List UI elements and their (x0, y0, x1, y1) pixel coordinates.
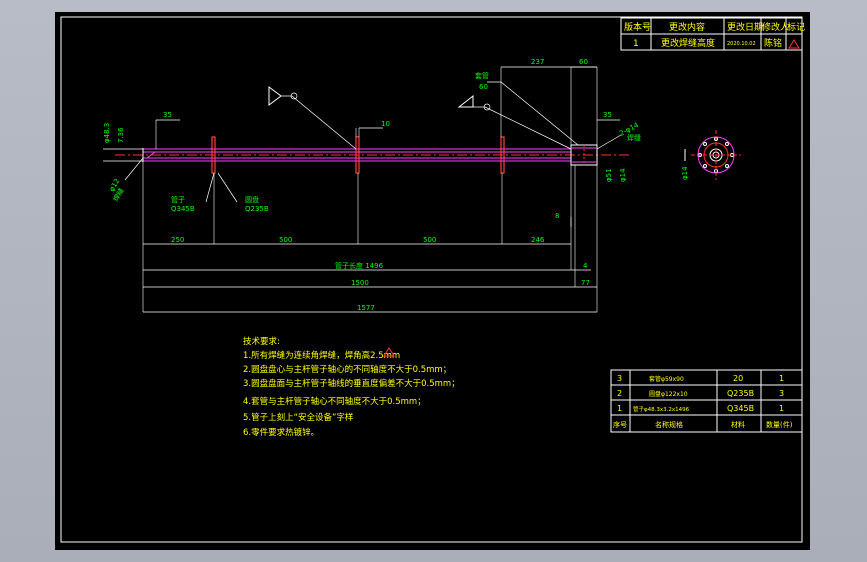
dim-7-36: 7.36 (117, 127, 125, 143)
dim-1577: 1577 (357, 304, 375, 312)
label-sleeve: 套管 (475, 71, 489, 80)
dim-237: 237 (531, 58, 544, 66)
drawing-frame (60, 16, 803, 543)
bom-row-material: Q345B (727, 404, 754, 413)
bom-row-name: 圆盘φ122x10 (649, 390, 688, 398)
dim-pipe-length: 管子长度 1496 (335, 261, 384, 270)
drawing-canvas: 版本号 更改内容 更改日期 修改人 标记 1 更改焊缝高度 2020.10.02… (60, 16, 805, 543)
weld-symbol-icon (268, 86, 282, 106)
leaders (124, 81, 622, 203)
dim-250: 250 (171, 236, 184, 244)
label-sleeve-dim: 60 (479, 83, 488, 91)
bom-row-qty: 1 (779, 374, 784, 383)
tech-req-title: 技术要求: (243, 336, 280, 347)
tech-req-item: 1.所有焊缝为连续角焊缝，焊角高2.5mm (243, 350, 400, 361)
dim-dia48: φ48.3 (103, 123, 111, 143)
weld-symbol-icon (457, 94, 474, 108)
tech-req-item: 2.圆盘盘心与主杆管子轴心的不同轴度不大于0.5mm； (243, 364, 451, 375)
bom-row-qty: 1 (779, 404, 784, 413)
dim-dia14-side: φ14 (619, 168, 627, 182)
dim-500-a: 500 (279, 236, 292, 244)
rev-header-content: 更改内容 (669, 21, 705, 33)
rev-version: 1 (633, 39, 639, 49)
dim-1500: 1500 (351, 279, 369, 287)
main-pipe (115, 148, 630, 162)
sleeve (570, 144, 598, 166)
dim-246: 246 (531, 236, 545, 244)
bom-row-material: Q235B (727, 389, 754, 398)
dim-500-b: 500 (423, 236, 436, 244)
rev-header-author: 修改人 (762, 21, 789, 33)
cad-viewport[interactable]: 版本号 更改内容 更改日期 修改人 标记 1 更改焊缝高度 2020.10.02… (55, 12, 810, 550)
bom-header-material: 材料 (731, 420, 745, 429)
dim-35-right: 35 (603, 111, 612, 119)
tech-req-item: 5.管子上刻上“安全设备”字样 (243, 412, 354, 423)
rev-header-version: 版本号 (624, 21, 651, 33)
revision-table (620, 17, 803, 51)
tech-req-item: 3.圆盘盘面与主杆管子轴线的垂直度偏差不大于0.5mm； (243, 378, 460, 389)
bom-row-name: 套管φ59x90 (649, 375, 684, 383)
bom-table (610, 369, 803, 433)
bom-header-qty: 数量(件) (766, 420, 793, 429)
warning-triangle-icon (383, 347, 395, 357)
label-weld-right: 焊缝 (627, 133, 641, 142)
bom-row-material: 20 (733, 374, 743, 383)
rev-header-mark: 标记 (787, 21, 805, 33)
dim-4: 4 (583, 262, 588, 270)
bom-row-no: 1 (617, 404, 622, 413)
rev-author: 陈铭 (764, 37, 782, 49)
rev-content: 更改焊缝高度 (661, 37, 715, 49)
dim-8: 8 (555, 212, 559, 220)
label-pipe: 管子 (171, 195, 185, 204)
dim-77: 77 (581, 279, 590, 287)
bom-row-no: 3 (617, 374, 622, 383)
label-disc: 圆盘 (245, 195, 259, 204)
left-end (142, 148, 156, 162)
rev-date: 2020.10.02 (727, 41, 756, 47)
bom-row-no: 2 (617, 389, 622, 398)
extension-lines (142, 67, 598, 312)
bom-header-name: 名称规格 (655, 420, 683, 429)
dim-10: 10 (381, 120, 390, 128)
dim-35-left: 35 (163, 111, 172, 119)
dimension-lines (103, 66, 620, 313)
dim-dia51: φ51 (605, 168, 613, 182)
dim-60: 60 (579, 58, 588, 66)
bom-header-no: 序号 (613, 420, 627, 429)
rev-header-date: 更改日期 (727, 21, 763, 33)
tech-req-item: 6.零件要求热镀锌。 (243, 427, 319, 438)
dim-dia14-end: φ14 (681, 166, 689, 180)
label-pipe-spec: Q345B (171, 205, 195, 213)
bom-row-qty: 3 (779, 389, 784, 398)
tech-req-item: 4.套管与主杆管子轴心不同轴度不大于0.5mm； (243, 396, 426, 407)
bom-row-name: 管子φ48.3x3.2x1496 (633, 405, 690, 413)
discs (211, 136, 505, 174)
label-disc-spec: Q235B (245, 205, 269, 213)
warning-triangle-icon (788, 39, 800, 49)
end-view (684, 130, 741, 180)
